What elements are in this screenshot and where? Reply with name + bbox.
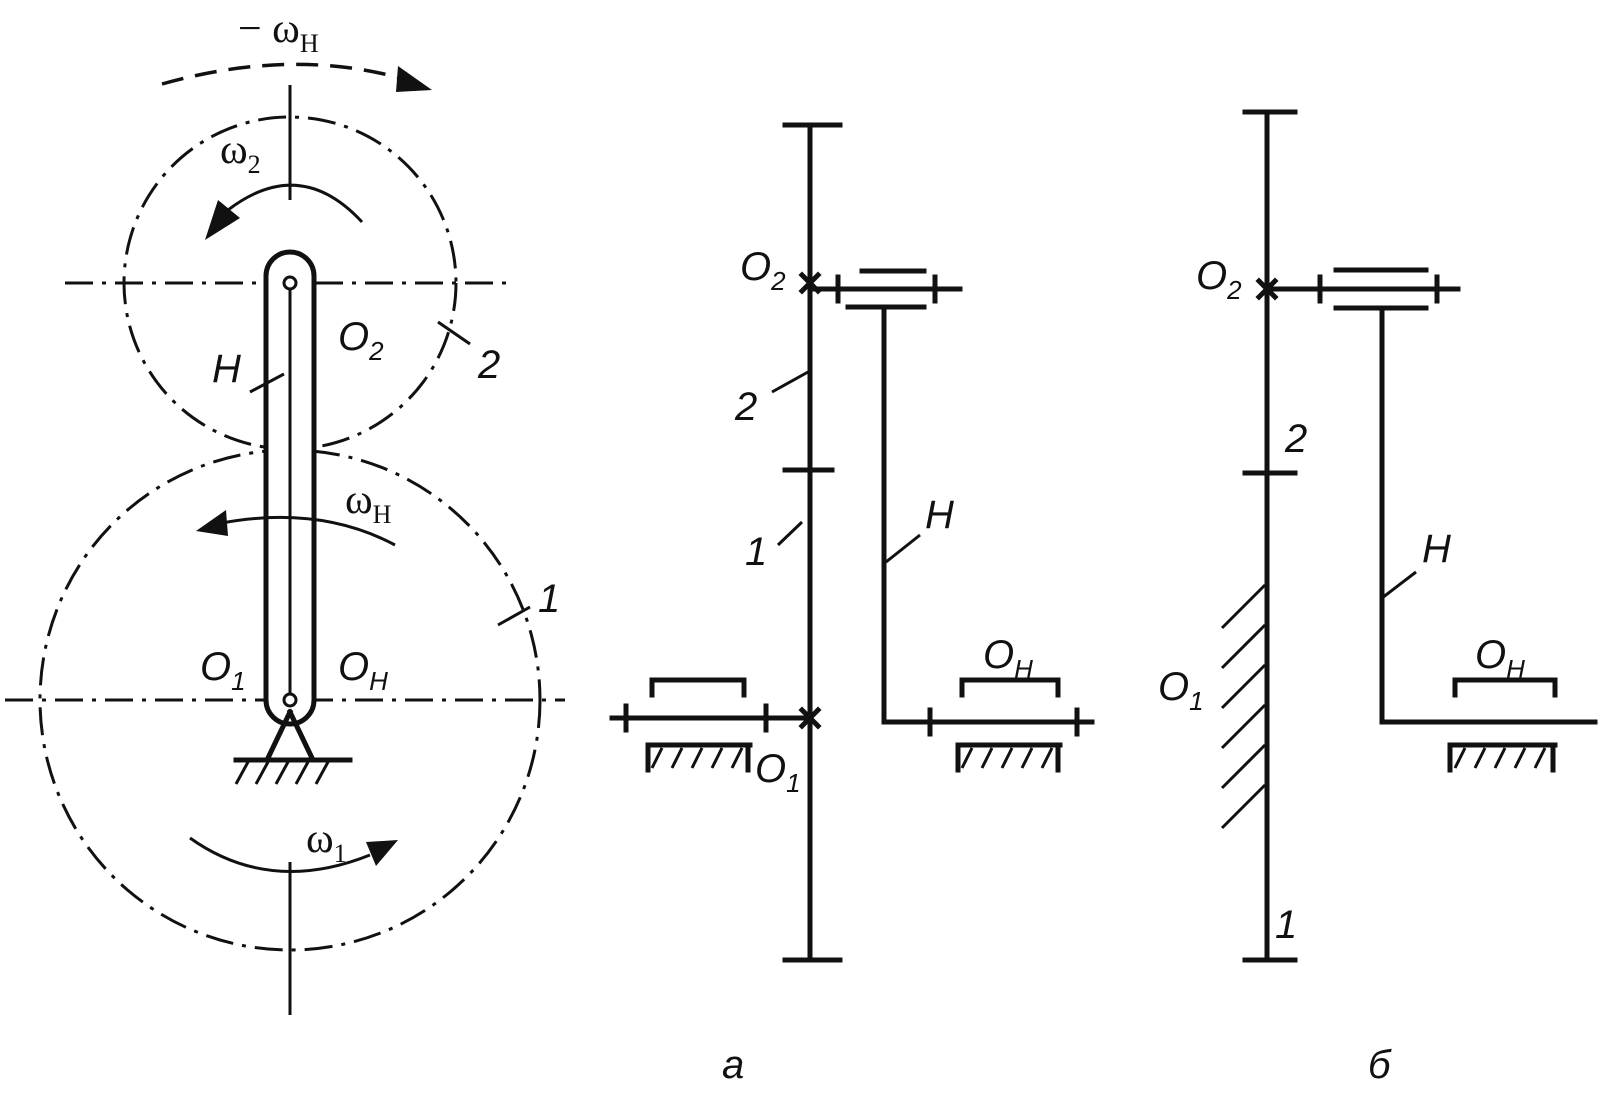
label-o1-left: O1 xyxy=(200,645,246,696)
omega-h-mid-arrowhead xyxy=(196,510,228,536)
label-b-oh: OH xyxy=(1475,633,1525,684)
label-b-gear-2: 2 xyxy=(1284,417,1307,461)
pivot-o2 xyxy=(282,275,298,291)
label-b-o1: O1 xyxy=(1158,665,1204,716)
label-a-oh: OH xyxy=(983,633,1033,684)
label-omega-2: ω2 xyxy=(220,127,261,179)
omega-1-arrow xyxy=(189,836,371,873)
leader-h xyxy=(249,372,285,394)
b-fixed-wall-hatching xyxy=(1220,583,1267,830)
leader-gear-1 xyxy=(497,605,531,627)
label-o2-left: O2 xyxy=(338,315,384,366)
fixed-support xyxy=(233,708,353,785)
label-a-o2: O2 xyxy=(740,245,786,296)
label-omega-1: ω1 xyxy=(306,816,347,868)
label-omega-h-mid: ωH xyxy=(345,477,392,529)
scheme-a: O2 2 1 H OH O1 а xyxy=(609,122,1095,1087)
caption-a: а xyxy=(722,1043,744,1087)
leader-gear-2 xyxy=(437,320,471,346)
label-gear-1-left: 1 xyxy=(538,577,560,621)
label-gear-2-left: 2 xyxy=(477,343,500,387)
label-a-h: H xyxy=(925,493,954,537)
label-oh-left: OH xyxy=(338,645,388,696)
omega-1-arrowhead xyxy=(366,840,398,866)
omega-h-top-arrowhead xyxy=(396,66,432,92)
omega-2-arrow xyxy=(227,183,364,224)
scheme-b: O2 2 H OH O1 1 б xyxy=(1158,109,1598,1087)
omega-h-mid-arrow xyxy=(221,515,396,547)
label-a-gear-2: 2 xyxy=(734,385,757,429)
label-b-o2: O2 xyxy=(1196,254,1242,305)
label-b-h: H xyxy=(1422,527,1451,571)
omega-h-top-arrow xyxy=(161,62,401,86)
caption-b: б xyxy=(1368,1043,1392,1087)
label-h-left: H xyxy=(212,347,241,391)
label-a-o1: O1 xyxy=(755,747,801,798)
omega-2-arrowhead xyxy=(205,200,240,240)
kinematic-view: − ωH ω2 O2 H 2 ωH 1 O1 OH ω1 xyxy=(5,6,565,1015)
pivot-o1 xyxy=(282,692,298,708)
label-a-gear-1: 1 xyxy=(745,530,767,574)
label-b-gear-1: 1 xyxy=(1275,903,1297,947)
label-minus-omega-h: − ωH xyxy=(238,6,319,58)
